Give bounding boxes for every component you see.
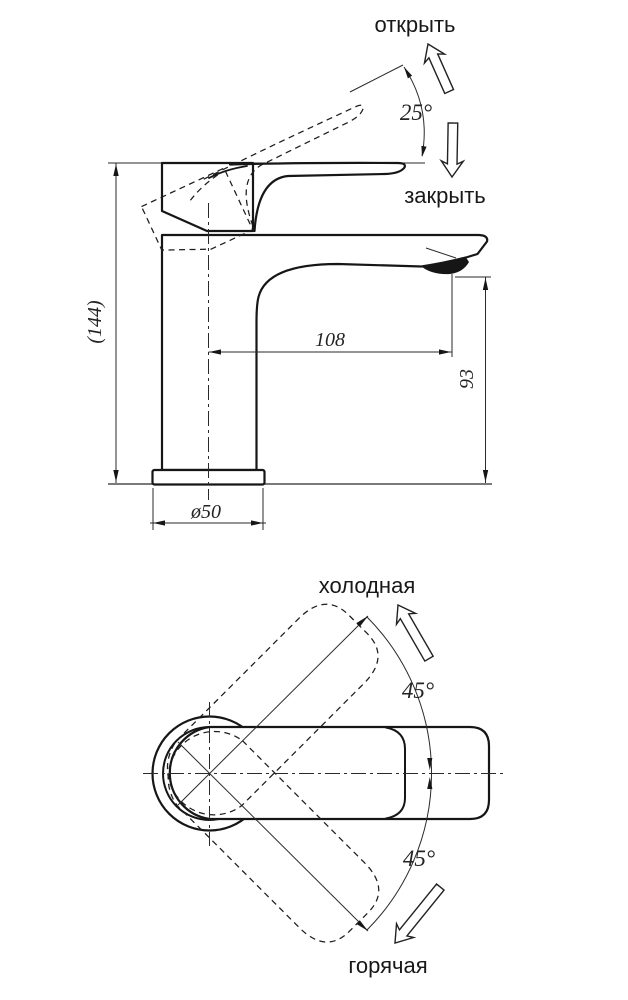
spout-reach-value: 108 [315,329,345,351]
handle-angle-dimension [403,66,427,157]
handle-crease-line [208,165,248,179]
hot-label: горячая [348,953,427,978]
handle-hot-position-dashed [167,730,380,943]
hot-ray-arrowhead [356,920,368,931]
faucet-body-outline [160,233,489,472]
close-label: закрыть [404,183,486,208]
hot-swing-angle-value: 45° [403,846,435,871]
cold-ray-arrowhead [356,616,368,627]
cold-swing-angle-value: 45° [402,678,434,703]
top-view: холодная горячая 45° 45° [143,573,505,978]
hot-position-ray [177,741,369,932]
spout-crease-line [425,247,457,259]
hot-direction-arrow-icon [394,883,446,944]
open-position-extension-line [349,64,404,93]
open-direction-arrow-icon [423,42,455,95]
handle-housing [160,161,255,233]
cold-direction-arrow-icon [395,603,435,663]
handle-lever-open-dashed [140,104,364,251]
base-diameter-dimension [150,488,266,530]
base-diameter-value: ø50 [190,501,221,523]
spout-reach-dimension [208,274,453,357]
swing-arc-dimension [366,616,433,931]
handle-lever-closed [228,161,406,233]
close-direction-arrow-icon [439,122,466,179]
open-label: открыть [374,12,455,37]
overall-height-value: (144) [84,300,106,344]
height-dimension [113,163,119,483]
handle-angle-value: 25° [400,100,432,125]
cold-label: холодная [319,573,415,598]
aerator [421,257,469,275]
spout-height-value: 93 [456,369,478,389]
spout-height-dimension [455,276,491,483]
side-view: открыть закрыть 25° (144) 108 93 ø50 [84,12,492,530]
